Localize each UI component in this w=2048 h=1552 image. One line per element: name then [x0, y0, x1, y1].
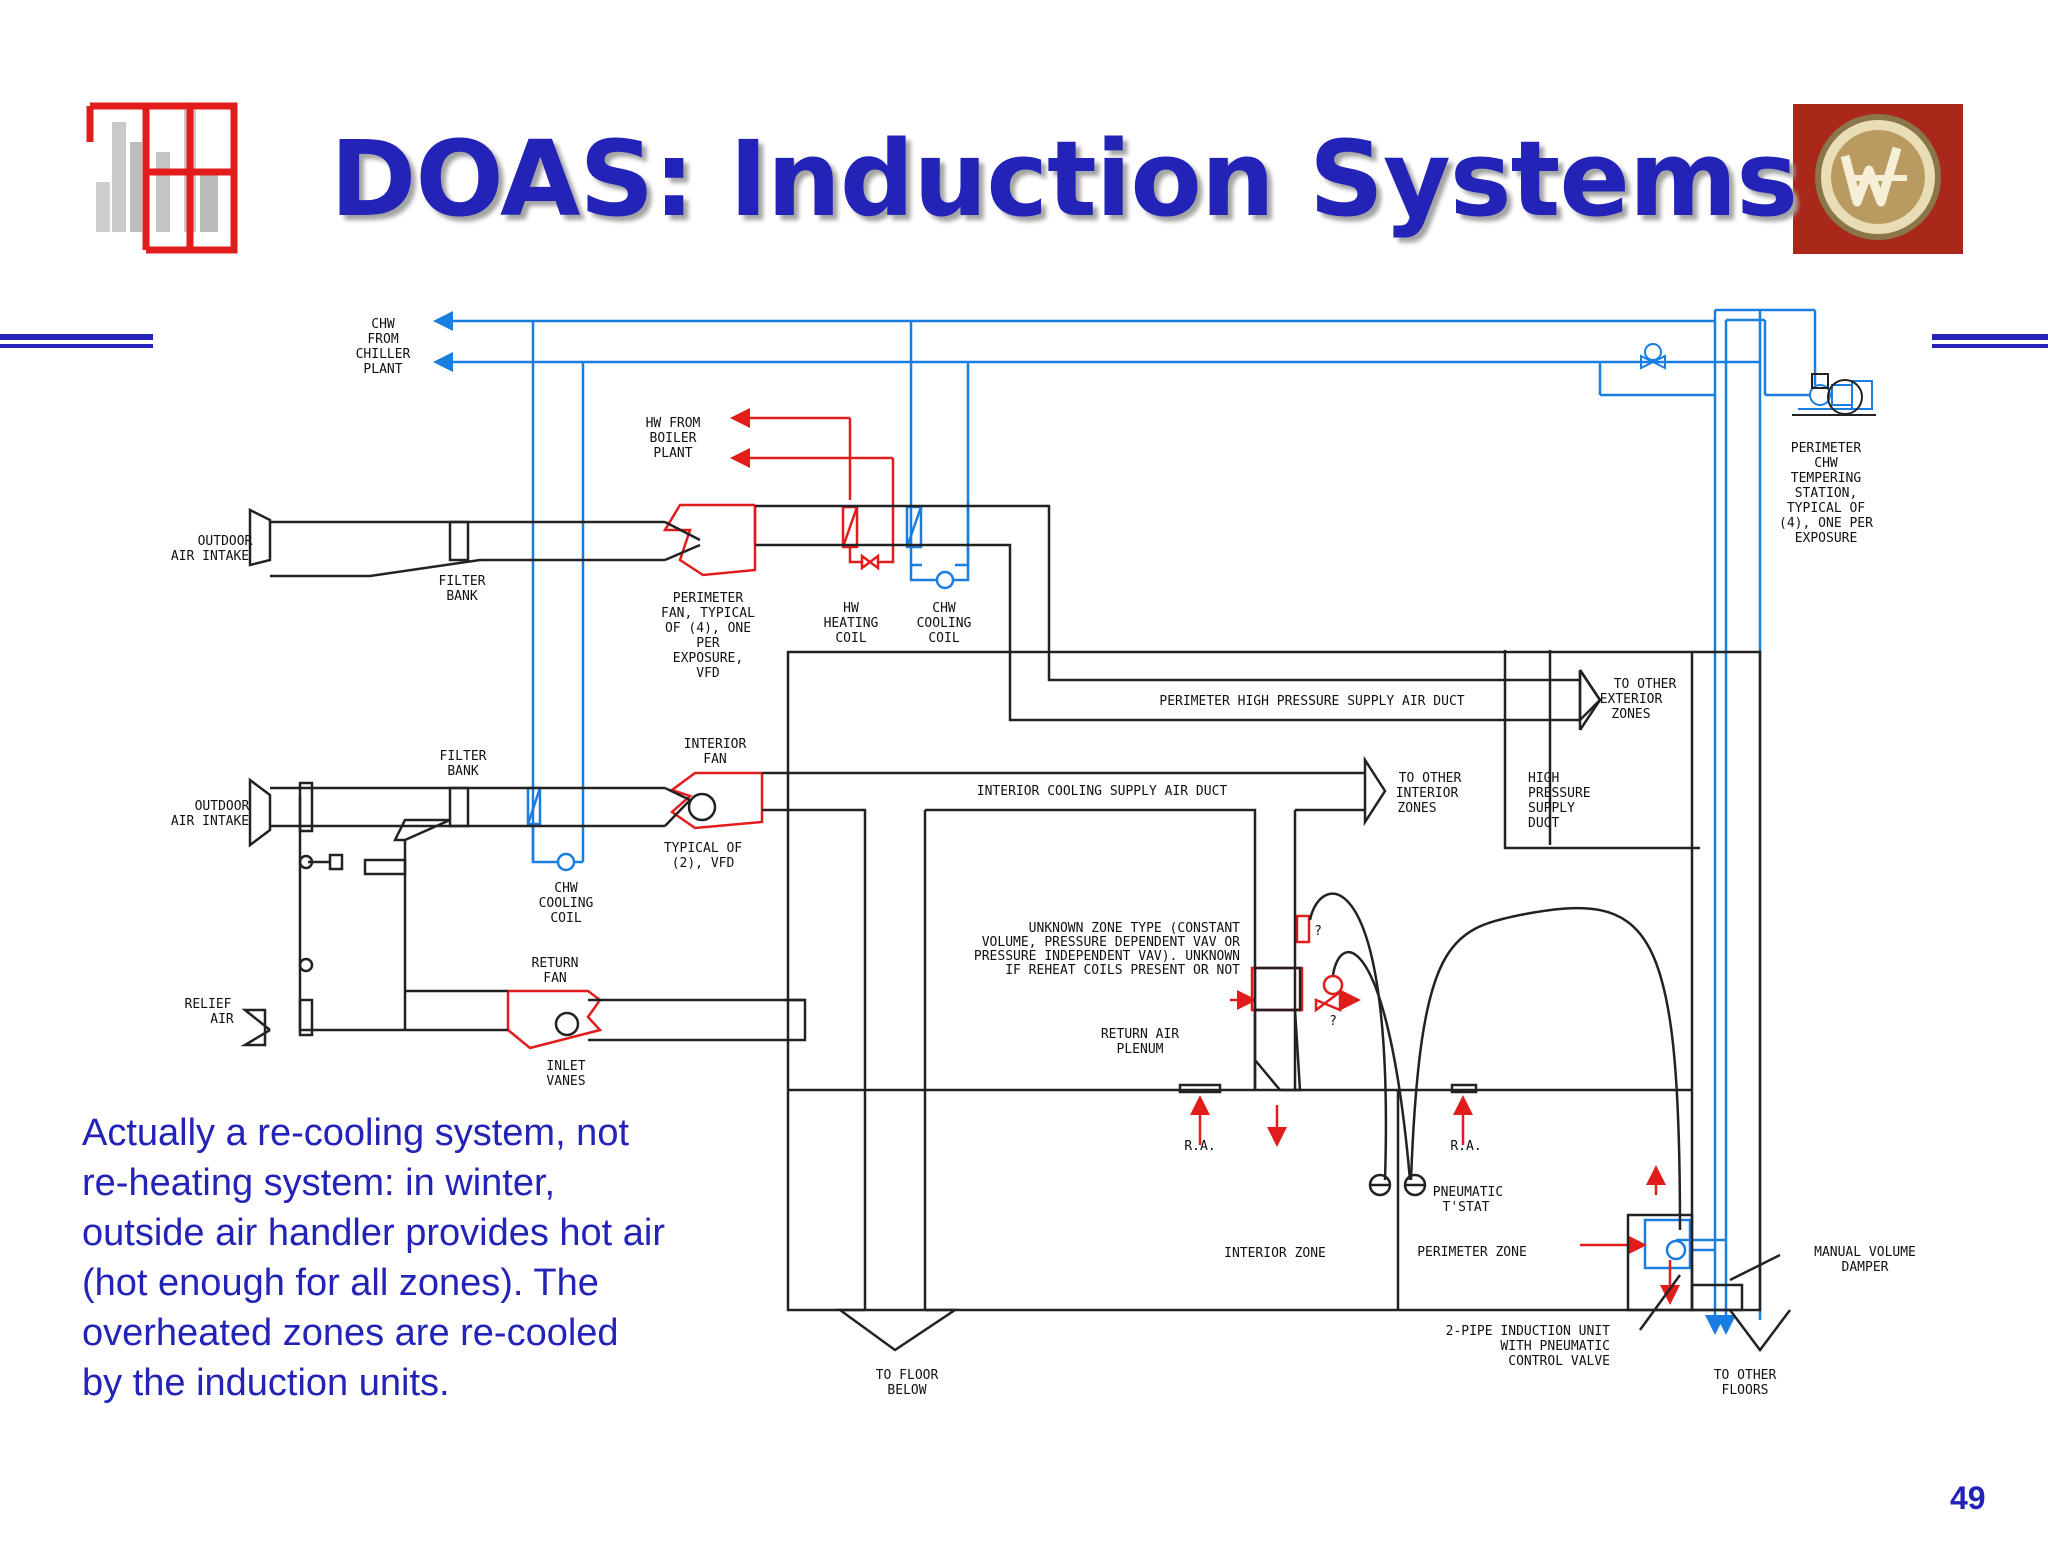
- caption-line: outside air handler provides hot air: [82, 1212, 666, 1254]
- page-title: DOAS: Induction Systems: [330, 118, 1798, 240]
- caption-line: by the induction units.: [82, 1362, 450, 1404]
- label-question-2: ?: [1329, 1014, 1337, 1029]
- title-rule-right: [1932, 334, 2048, 348]
- page-number: 49: [1950, 1480, 1986, 1516]
- title-rule-left: [0, 334, 153, 348]
- label-perimeter-zone: PERIMETER ZONE: [1417, 1245, 1527, 1260]
- label-ra-1: R.A.: [1184, 1139, 1215, 1154]
- label-question-1: ?: [1314, 924, 1322, 939]
- caption-text: Actually a re-cooling system, not re-hea…: [82, 1108, 762, 1408]
- label-interior-zone: INTERIOR ZONE: [1224, 1246, 1326, 1261]
- caption-line: overheated zones are re-cooled: [82, 1312, 619, 1354]
- caption-line: re-heating system: in winter,: [82, 1162, 556, 1204]
- label-interior-duct: INTERIOR COOLING SUPPLY AIR DUCT: [977, 784, 1228, 799]
- label-ra-2: R.A.: [1450, 1139, 1481, 1154]
- caption-line: (hot enough for all zones). The: [82, 1262, 599, 1304]
- w-emblem-logo: [1793, 104, 1963, 254]
- building-logo: [86, 102, 238, 254]
- caption-line: Actually a re-cooling system, not: [82, 1112, 630, 1154]
- label-perimeter-duct: PERIMETER HIGH PRESSURE SUPPLY AIR DUCT: [1159, 694, 1464, 709]
- label-typical-2: TYPICAL OF(2), VFD: [664, 841, 742, 871]
